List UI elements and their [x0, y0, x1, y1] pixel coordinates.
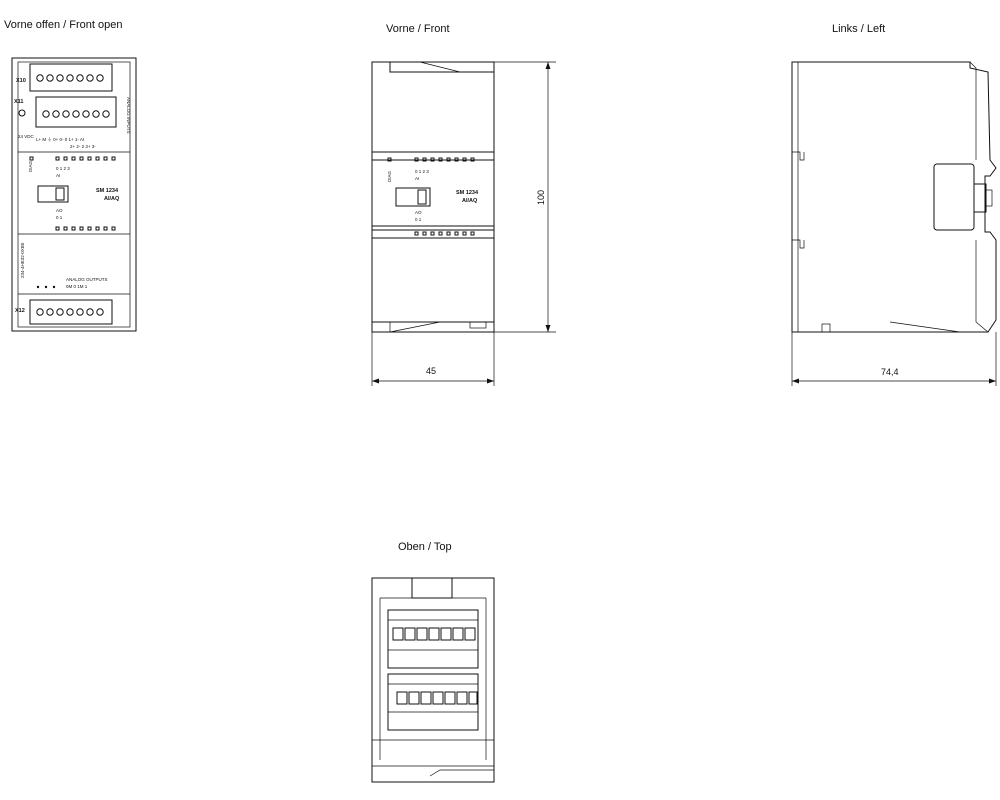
label-analog-inputs: ANALOG INPUTS	[126, 97, 131, 134]
x11-screws	[42, 110, 110, 118]
label-out-terms: 0M 0 1M 1	[66, 284, 88, 289]
front-label-model: SM 1234	[456, 190, 479, 196]
front-width-value: 45	[426, 366, 436, 376]
front-label-ai-ch: 0 1 2 3	[415, 169, 429, 174]
label-analog-outputs: ANALOG OUTPUTS	[66, 277, 108, 282]
ground-icon	[18, 109, 26, 117]
front-label-ai: AI	[415, 176, 419, 181]
front-label-ao-ch: 0 1	[415, 217, 422, 222]
out-dots	[36, 285, 56, 289]
ao-leds	[55, 226, 116, 231]
front-height-dimension: 100	[494, 61, 556, 333]
front-label-diag: DIAG	[387, 170, 392, 182]
front-open-title: Vorne offen / Front open	[4, 19, 122, 31]
front-height-value: 100	[536, 190, 546, 205]
left-connector	[933, 163, 975, 231]
view-front-open: Vorne offen / Front open X10 X11 ANALOG …	[4, 19, 137, 332]
top-lower-terminals	[396, 691, 478, 705]
left-title: Links / Left	[832, 23, 885, 35]
label-terminals: L+ M ⏚ 0+ 0- 0 1+ 1- AI	[36, 136, 84, 142]
top-upper-terminals	[392, 627, 476, 641]
label-ai: AI	[56, 173, 60, 178]
front-title: Vorne / Front	[386, 23, 450, 35]
label-model-2: AI/AQ	[104, 196, 120, 202]
label-model: SM 1234	[96, 188, 119, 194]
x12-screws	[36, 308, 104, 316]
view-top: Oben / Top	[371, 541, 495, 783]
front-label-model-2: AI/AQ	[462, 198, 478, 204]
terminal-block-x11	[35, 96, 117, 128]
ai-leds	[55, 156, 116, 161]
label-x12: X12	[15, 308, 25, 314]
top-terminal-block-upper	[387, 609, 479, 669]
front-mode-switch	[395, 187, 431, 207]
view-front: Vorne / Front DIAG 0 1 2 3 AI SM 1234 AI…	[371, 23, 556, 386]
label-x11: X11	[14, 99, 23, 105]
label-ao-ch: 0 1	[56, 215, 63, 220]
top-body	[371, 577, 495, 783]
front-diag-led	[387, 157, 392, 162]
front-open-body	[11, 57, 137, 332]
label-terminals-2: 2+ 2- 2 3+ 3-	[70, 144, 96, 149]
label-order-number: 234-4HE32-0XB0	[20, 242, 25, 278]
front-ao-leds	[414, 231, 475, 236]
label-24vdc: 24 VDC	[18, 134, 35, 139]
label-x10: X10	[16, 78, 26, 84]
top-terminal-block-lower	[387, 673, 479, 731]
front-ai-leds	[414, 157, 475, 162]
label-diag: DIAG	[28, 160, 33, 172]
x10-screws	[36, 74, 104, 82]
view-left: Links / Left 74,4	[791, 23, 997, 386]
diag-led	[29, 156, 34, 161]
left-depth-dimension: 74,4	[791, 332, 997, 386]
mode-switch	[37, 185, 69, 203]
front-label-ao: AO	[415, 210, 422, 215]
label-ao: AO	[56, 208, 63, 213]
terminal-block-x12	[29, 299, 113, 325]
front-width-dimension: 45	[371, 332, 495, 386]
top-title: Oben / Top	[398, 541, 452, 553]
left-depth-value: 74,4	[881, 367, 899, 377]
label-ai-ch: 0 1 2 3	[56, 166, 70, 171]
left-body	[791, 61, 997, 333]
front-body	[371, 61, 495, 333]
terminal-block-x10	[29, 63, 113, 92]
